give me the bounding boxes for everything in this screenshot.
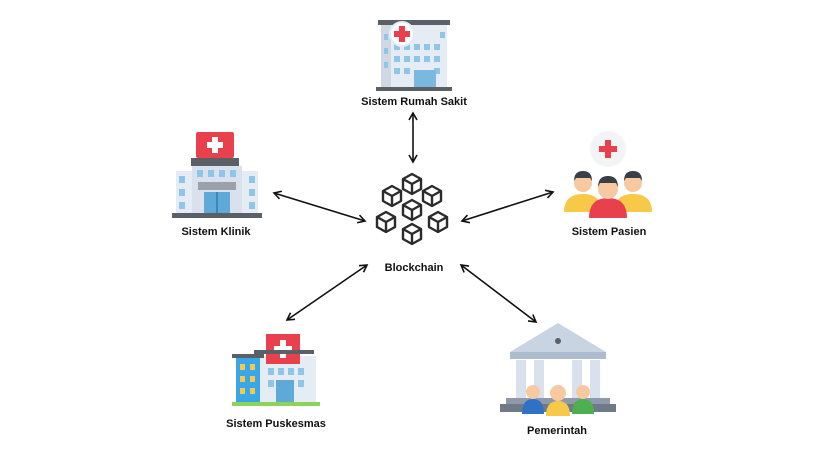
node-label-center: Blockchain (384, 262, 444, 274)
node-label-hospital: Sistem Rumah Sakit (361, 96, 467, 108)
patients-group-icon (564, 131, 652, 218)
edges (272, 111, 555, 323)
edge-center-government (459, 264, 538, 323)
node-label-clinic: Sistem Klinik (181, 226, 251, 238)
hospital-building-icon (376, 20, 452, 91)
government-building-icon (500, 323, 616, 416)
node-label-patient: Sistem Pasien (571, 226, 647, 238)
edge-center-puskesmas (285, 264, 369, 321)
edge-center-clinic (272, 190, 367, 224)
node-label-government: Pemerintah (527, 425, 587, 437)
blockchain-network-icon (375, 172, 449, 246)
clinic-building-icon (172, 132, 262, 218)
edge-center-patient (460, 189, 555, 224)
puskesmas-building-icon (232, 334, 320, 406)
node-label-puskesmas: Sistem Puskesmas (226, 418, 326, 430)
